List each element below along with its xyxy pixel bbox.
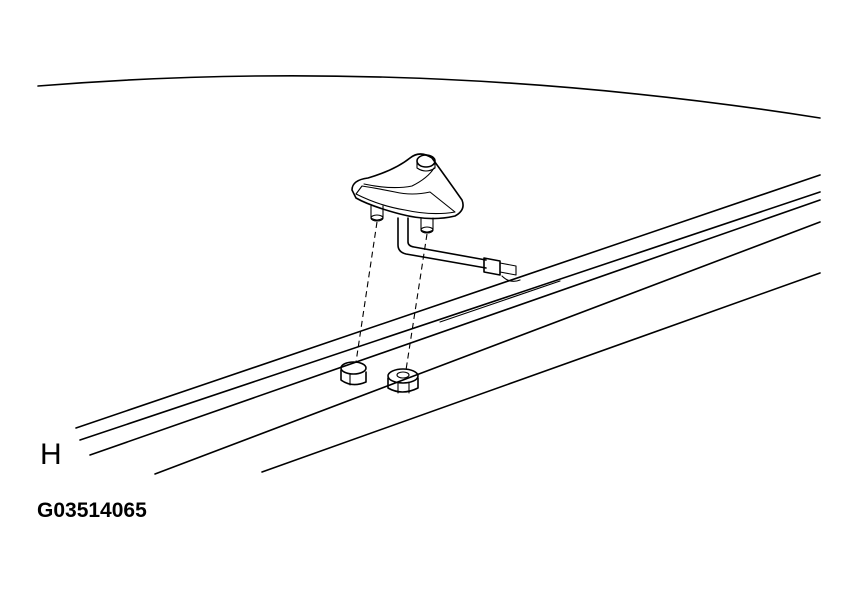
- mounting-nut-right: [387, 368, 419, 394]
- roof-antenna-base: [351, 153, 464, 234]
- antenna-cable: [397, 217, 521, 282]
- alignment-dashes: [355, 221, 428, 371]
- view-letter-label: H: [40, 438, 62, 471]
- roof-panel-lines: [75, 174, 821, 475]
- figure-code-label: G03514065: [37, 499, 147, 522]
- mounting-nut-left: [340, 361, 367, 386]
- roof-edge-line: [37, 74, 821, 119]
